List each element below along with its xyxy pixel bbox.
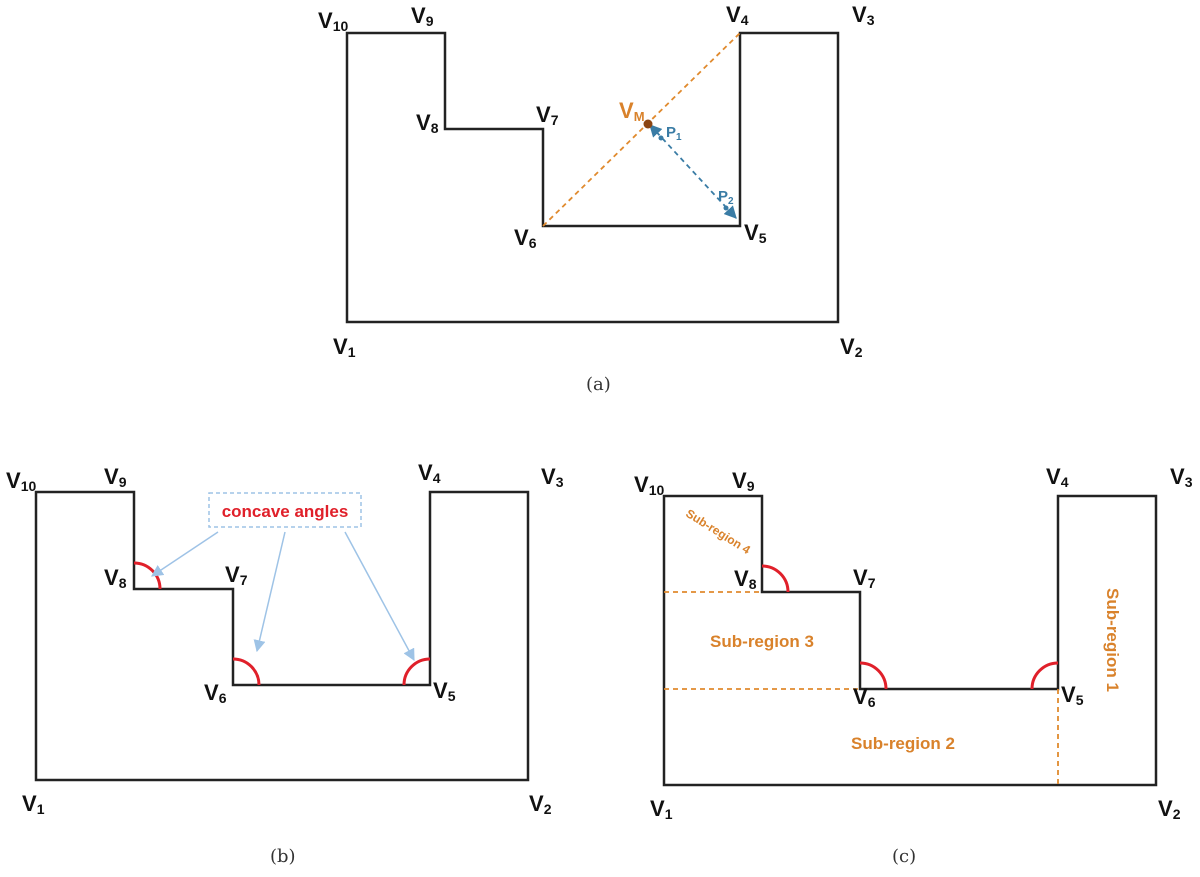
- subregion-4-label: Sub-region 4: [683, 506, 753, 557]
- callout-arrow-v5: [344, 531, 415, 662]
- line-p1-p2: [649, 124, 737, 219]
- concave-angle-arc-v6: [232, 657, 261, 686]
- vertex-label: V5: [1061, 682, 1084, 708]
- p2-label: P2: [718, 188, 734, 207]
- concave-angle-arc-v8: [133, 561, 162, 590]
- concave-angle-arc-v8: [761, 564, 790, 593]
- polygon-outline-a: [345, 31, 840, 324]
- concave-angle-arc-v5: [402, 657, 431, 686]
- p1-label: P1: [666, 124, 682, 143]
- callout-arrow-v6: [253, 531, 286, 653]
- vertex-label: V1: [22, 791, 45, 817]
- vertex-label: V10: [318, 8, 348, 34]
- vertex-label: V10: [6, 468, 36, 494]
- vertex-label: V7: [225, 562, 248, 588]
- vertex-label: V9: [411, 3, 434, 29]
- vertex-label: V8: [734, 566, 757, 592]
- diagonal-v6-v4: [542, 32, 741, 227]
- polygon-outline-c: [662, 494, 1158, 787]
- vertex-label: V6: [853, 684, 876, 710]
- vertex-label: V2: [529, 791, 552, 817]
- vertex-label: V8: [104, 565, 127, 591]
- vertex-label: V1: [650, 796, 673, 822]
- caption-a: (a): [586, 374, 611, 395]
- panel-c: Sub-region 1 Sub-region 2 Sub-region 3 S…: [634, 464, 1193, 867]
- polygon-outline-b: [34, 490, 530, 782]
- vertex-label: V4: [726, 2, 749, 28]
- vertex-label: V4: [418, 460, 441, 486]
- vertex-label: V4: [1046, 464, 1069, 490]
- vertex-label: V3: [1170, 464, 1193, 490]
- vertex-label: V9: [104, 464, 127, 490]
- vertex-label: V8: [416, 110, 439, 136]
- vertex-label: V6: [204, 680, 227, 706]
- subregion-2-label: Sub-region 2: [851, 734, 955, 753]
- caption-b: (b): [270, 846, 296, 867]
- vertex-label: V5: [744, 220, 767, 246]
- vertex-label: V3: [852, 2, 875, 28]
- concave-angle-arc-v6: [859, 661, 888, 690]
- vertex-label: V2: [840, 334, 863, 360]
- concave-angle-arc-v5: [1030, 661, 1059, 690]
- vertex-label: V10: [634, 472, 664, 498]
- panel-a: V1 V2 V3 V4 V5 V6 V7 V8 V9 V10 VM P1 P2 …: [318, 2, 875, 395]
- vertex-label: V3: [541, 464, 564, 490]
- p1-dot: [658, 135, 664, 141]
- vertex-label: V2: [1158, 796, 1181, 822]
- vertex-label: V7: [536, 102, 559, 128]
- vertex-label: V5: [433, 678, 456, 704]
- vertex-label: V9: [732, 468, 755, 494]
- vertex-label: V1: [333, 334, 356, 360]
- midpoint-dot: [643, 119, 653, 129]
- panel-b: concave angles V1 V2 V3 V4 V5 V6 V7 V8 V…: [6, 460, 564, 867]
- vertex-label: V7: [853, 565, 876, 591]
- subregion-1-label: Sub-region 1: [1103, 588, 1122, 692]
- subregion-3-label: Sub-region 3: [710, 632, 814, 651]
- midpoint-label: VM: [619, 98, 645, 124]
- concave-angles-callout-text: concave angles: [222, 502, 349, 521]
- callout-arrow-v8: [151, 531, 219, 577]
- caption-c: (c): [892, 846, 916, 867]
- p2-dot: [723, 205, 729, 211]
- concave-angles-callout-box: [208, 492, 362, 528]
- vertex-label: V6: [514, 225, 537, 251]
